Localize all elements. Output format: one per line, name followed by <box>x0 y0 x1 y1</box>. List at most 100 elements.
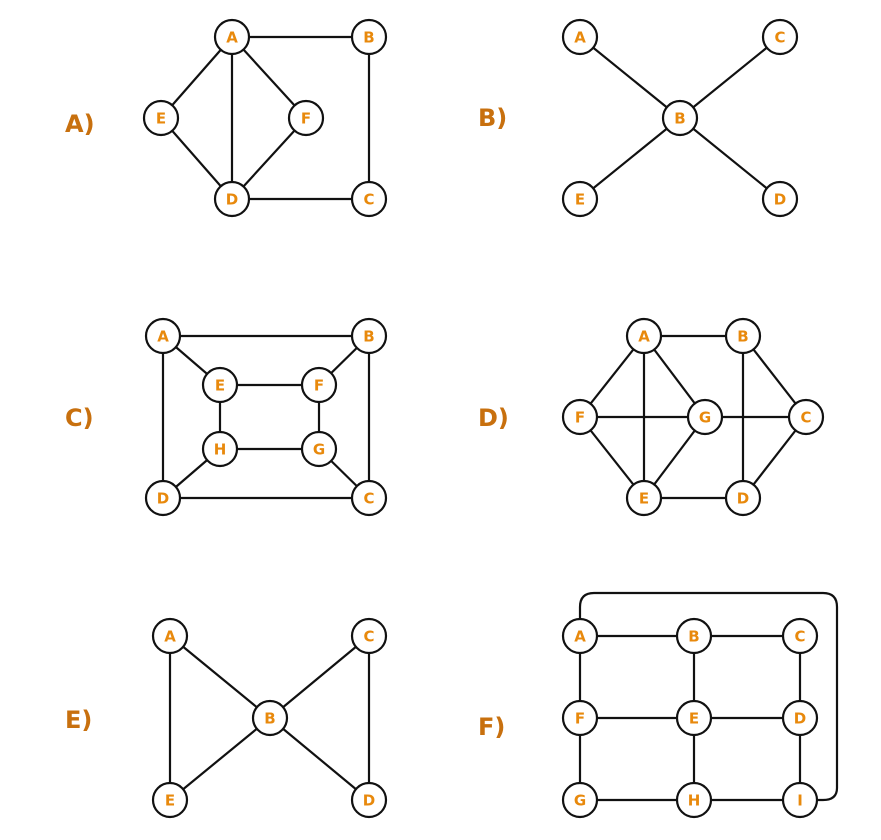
node-label: C <box>363 191 374 209</box>
node-label: B <box>674 110 685 128</box>
panel-label-b: B) <box>478 104 507 132</box>
node-circle <box>724 479 762 517</box>
node-label: A <box>226 29 238 47</box>
node-label: E <box>575 191 585 209</box>
node-label: I <box>797 792 803 810</box>
node-label: F <box>301 110 311 128</box>
edge-b-c-b <box>679 36 781 119</box>
node-f-e: E <box>675 699 713 737</box>
node-circle <box>561 18 599 56</box>
node-circle <box>350 180 388 218</box>
edge-e-b-e <box>169 717 271 801</box>
graph-panel-f: F) A B C D E F G H I <box>478 591 839 819</box>
node-circle <box>781 617 819 655</box>
node-f-f: F <box>561 699 599 737</box>
node-circle <box>561 180 599 218</box>
node-d-g: G <box>686 398 724 436</box>
node-circle <box>300 430 338 468</box>
node-b-d: D <box>761 180 799 218</box>
node-circle <box>625 317 663 355</box>
node-circle <box>213 180 251 218</box>
node-circle <box>213 18 251 56</box>
node-f-a: A <box>561 617 599 655</box>
node-circle <box>675 781 713 819</box>
node-label: D <box>737 490 749 508</box>
node-e-e: E <box>151 781 189 819</box>
node-b-b: B <box>661 99 699 137</box>
node-label: C <box>774 29 785 47</box>
node-label: F <box>575 710 585 728</box>
node-d-f: F <box>561 398 599 436</box>
node-a-e: E <box>142 99 180 137</box>
edge-f-a-i <box>578 591 839 802</box>
node-label: H <box>214 441 227 459</box>
node-a-a: A <box>213 18 251 56</box>
node-c-c: C <box>350 479 388 517</box>
panel-label-d: D) <box>478 404 509 432</box>
node-label: E <box>215 377 225 395</box>
node-circle <box>781 699 819 737</box>
graph-panel-b: B) A B C D E <box>478 18 799 218</box>
node-label: D <box>363 792 375 810</box>
node-e-a: A <box>151 617 189 655</box>
node-label: C <box>800 409 811 427</box>
node-label: C <box>794 628 805 646</box>
node-circle <box>144 479 182 517</box>
node-b-e: E <box>561 180 599 218</box>
node-circle <box>350 479 388 517</box>
node-f-c: C <box>781 617 819 655</box>
node-label: D <box>226 191 238 209</box>
edge-b-a-b <box>579 36 681 119</box>
node-label: B <box>688 628 699 646</box>
node-label: E <box>689 710 699 728</box>
node-c-d: D <box>144 479 182 517</box>
node-f-i: I <box>781 781 819 819</box>
node-label: E <box>156 110 166 128</box>
node-circle <box>350 18 388 56</box>
node-circle <box>675 699 713 737</box>
node-circle <box>350 317 388 355</box>
node-label: G <box>699 409 711 427</box>
panel-label-a: A) <box>65 110 95 138</box>
node-label: H <box>688 792 701 810</box>
node-circle <box>350 617 388 655</box>
node-label: A <box>157 328 169 346</box>
node-d-d: D <box>724 479 762 517</box>
node-label: F <box>314 377 324 395</box>
node-b-a: A <box>561 18 599 56</box>
node-circle <box>781 781 819 819</box>
edge-b-d-b <box>679 117 781 200</box>
edge-e-c-b <box>269 635 370 719</box>
node-label: D <box>157 490 169 508</box>
edge-a-a-f <box>231 36 307 119</box>
node-circle <box>561 699 599 737</box>
node-label: E <box>165 792 175 810</box>
node-circle <box>144 317 182 355</box>
node-circle <box>300 366 338 404</box>
node-circle <box>661 99 699 137</box>
node-label: C <box>363 490 374 508</box>
node-circle <box>761 18 799 56</box>
node-a-b: B <box>350 18 388 56</box>
node-circle <box>561 398 599 436</box>
node-c-b: B <box>350 317 388 355</box>
node-label: G <box>574 792 586 810</box>
node-a-d: D <box>213 180 251 218</box>
node-f-g: G <box>561 781 599 819</box>
edge-a-f-d <box>231 117 307 200</box>
node-c-g: G <box>300 430 338 468</box>
node-label: D <box>774 191 786 209</box>
node-c-a: A <box>144 317 182 355</box>
node-circle <box>287 99 325 137</box>
node-label: F <box>575 409 585 427</box>
node-circle <box>350 781 388 819</box>
node-label: G <box>313 441 325 459</box>
panel-label-f: F) <box>478 713 505 741</box>
node-label: C <box>363 628 374 646</box>
node-label: A <box>574 29 586 47</box>
node-label: D <box>794 710 806 728</box>
node-label: B <box>363 29 374 47</box>
graph-panel-a: A) A B C D E F <box>65 18 388 218</box>
node-d-c: C <box>787 398 825 436</box>
